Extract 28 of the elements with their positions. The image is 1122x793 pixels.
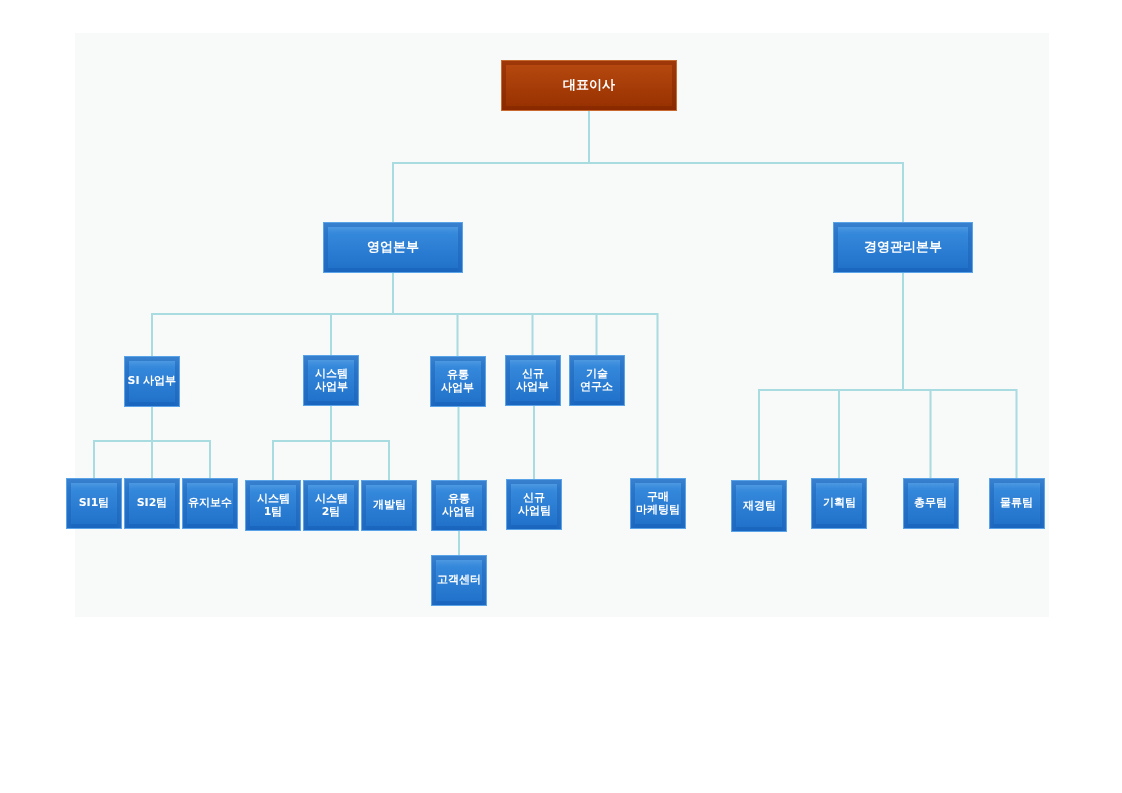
- connector-line: [902, 272, 1018, 479]
- department-box: SI2팀: [124, 478, 180, 529]
- department-box: 시스템 1팀: [245, 480, 301, 531]
- department-box: 시스템 2팀: [303, 480, 359, 531]
- connector-line: [533, 405, 535, 480]
- department-box: 시스템 사업부: [303, 355, 359, 406]
- department-box: 개발팀: [361, 480, 417, 531]
- department-box: 총무팀: [902, 478, 959, 529]
- connector-line: [151, 406, 211, 479]
- connector-line: [457, 406, 460, 481]
- department-box: SI1팀: [66, 478, 122, 529]
- department-box: 기술 연구소: [568, 355, 625, 406]
- department-box: 경영관리본부: [833, 222, 973, 273]
- department-box: 고객센터: [431, 555, 487, 606]
- department-box: 유통 사업부: [429, 356, 486, 407]
- ceo-box: 대표이사: [501, 60, 677, 111]
- connector-line: [458, 530, 460, 556]
- connector-line: [330, 405, 390, 481]
- department-box: 재경팀: [731, 480, 787, 532]
- department-box: 신규 사업부: [504, 355, 561, 406]
- department-box: 영업본부: [323, 222, 463, 273]
- department-box: SI 사업부: [124, 356, 180, 407]
- department-box: 유지보수: [182, 478, 238, 529]
- department-box: 구매 마케팅팀: [629, 478, 686, 529]
- department-box: 유통 사업팀: [430, 480, 487, 531]
- department-box: 신규 사업팀: [506, 479, 562, 530]
- department-box: 물류팀: [988, 478, 1045, 529]
- department-box: 기획팀: [811, 478, 867, 529]
